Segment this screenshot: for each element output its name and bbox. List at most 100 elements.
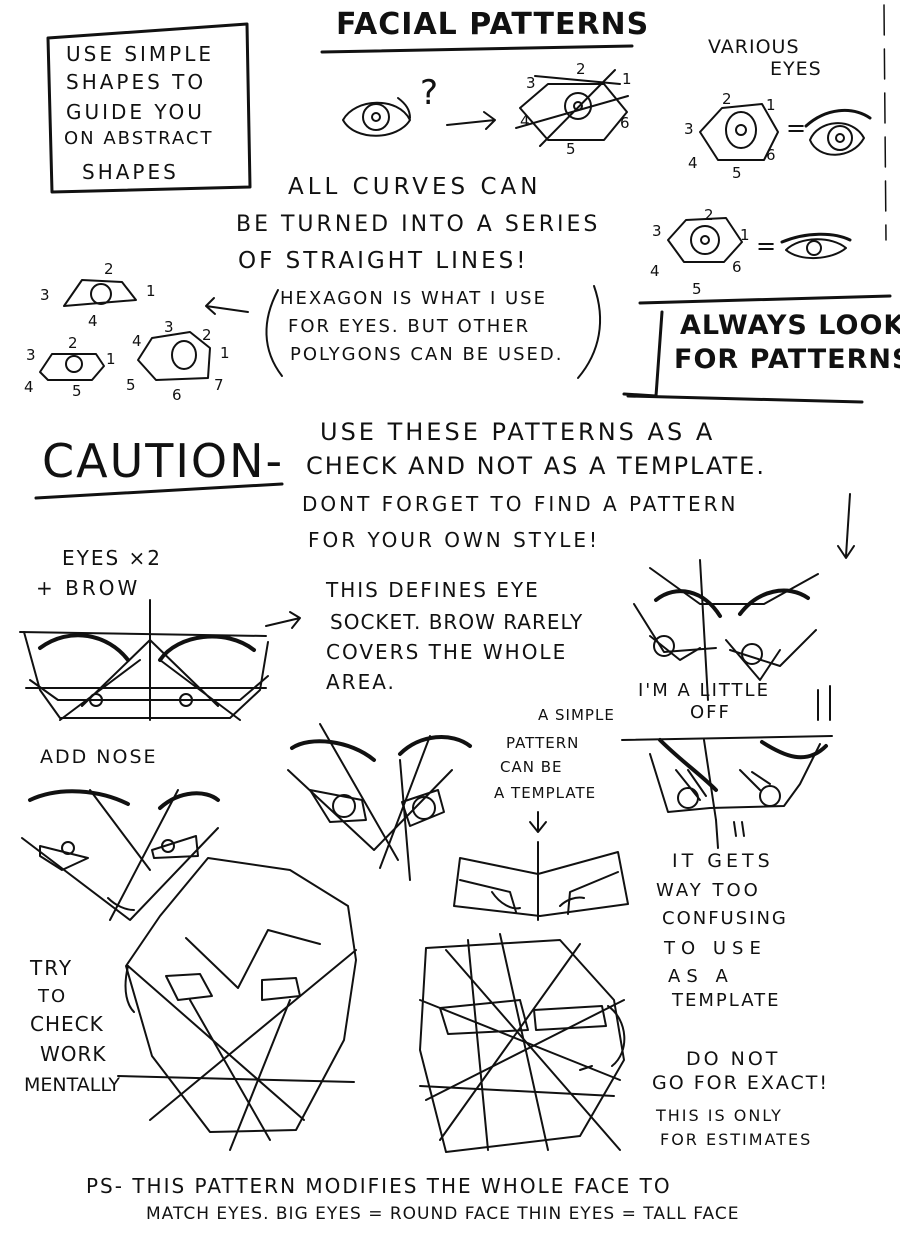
little-off-line-1: I'M A LITTLE — [638, 680, 770, 701]
vertex-number: 4 — [88, 312, 98, 330]
try-line-2: TO — [38, 986, 68, 1007]
arrow-to-hexagon — [446, 111, 496, 130]
arrows-off — [817, 685, 831, 721]
vertex-number: 2 — [576, 60, 586, 78]
caution-line-3: DONT FORGET TO FIND A PATTERN — [302, 492, 739, 516]
simple-pattern-line-3: CAN BE — [500, 758, 563, 776]
paren-left — [265, 289, 283, 377]
vertex-number: 5 — [566, 140, 576, 158]
vertex-number: 1 — [220, 344, 230, 362]
vertex-number: 1 — [766, 96, 776, 114]
vertex-number: 3 — [684, 120, 694, 138]
simple-pattern-line-2: PATTERN — [506, 734, 580, 752]
try-line-4: WORK — [40, 1042, 107, 1066]
vertex-number: 4 — [132, 332, 142, 350]
vertex-number: 2 — [68, 334, 78, 352]
tip-box-frame — [46, 22, 252, 194]
various-eye-drawn — [804, 108, 872, 156]
confusing-line-2: WAY TOO — [656, 880, 761, 901]
page-title: FACIAL PATTERNS — [336, 7, 650, 42]
vertex-number: 1 — [622, 70, 632, 88]
vertex-number: 5 — [692, 280, 702, 298]
exact-note-line-2: GO FOR EXACT! — [652, 1072, 830, 1094]
caution-underline — [34, 482, 284, 500]
tip-line-4: ON ABSTRACT — [64, 128, 214, 149]
always-look-frame — [622, 294, 892, 404]
confusing-line-5: AS A — [668, 966, 734, 987]
vertex-number: 6 — [172, 386, 182, 404]
vertex-number: 3 — [652, 222, 662, 240]
vertex-number: 6 — [732, 258, 742, 276]
socket-note-line-4: AREA. — [326, 670, 396, 694]
tip-line-3: GUIDE YOU — [66, 100, 205, 124]
left-eye-shape-c — [137, 331, 211, 381]
left-eye-shape-a — [63, 279, 137, 307]
eye-sketch-hexagon — [515, 69, 629, 147]
vertex-number: 5 — [72, 382, 82, 400]
caution-line-2: CHECK AND NOT AS A TEMPLATE. — [306, 452, 766, 480]
vertex-number: 6 — [620, 114, 630, 132]
vertex-number: 3 — [164, 318, 174, 336]
arrow-socket — [265, 611, 301, 629]
eyes-brow-line-2: + BROW — [36, 576, 141, 600]
ps-note-line-1: PS- THIS PATTERN MODIFIES THE WHOLE FACE… — [86, 1174, 672, 1198]
vertex-number: 4 — [24, 378, 34, 396]
tip-line-2: SHAPES TO — [66, 70, 207, 94]
vertex-number: 3 — [40, 286, 50, 304]
left-eye-shape-b — [39, 353, 105, 381]
vertex-number: 5 — [126, 376, 136, 394]
add-nose-diagram — [21, 789, 220, 921]
various-eye-hexagon — [699, 103, 779, 161]
eyes-brow-diagram — [19, 599, 269, 721]
curves-note-line-1: ALL CURVES CAN — [288, 174, 542, 200]
try-line-5: MENTALLY — [24, 1074, 120, 1096]
eye-sketch-curved — [342, 97, 411, 137]
caution-line-1: USE THESE PATTERNS AS A — [320, 418, 716, 446]
curves-note-line-2: BE TURNED INTO A SERIES — [236, 212, 601, 237]
title-underline — [320, 44, 634, 54]
eyes-brow-line-1: EYES ×2 — [62, 546, 163, 570]
margin-line — [883, 4, 887, 241]
ps-note-line-2: MATCH EYES. BIG EYES = ROUND FACE THIN E… — [146, 1204, 740, 1224]
simple-pattern-line-1: A SIMPLE — [538, 706, 615, 724]
vertex-number: 1 — [740, 226, 750, 244]
arrow-down — [837, 493, 855, 559]
estimates-note-line-2: FOR ESTIMATES — [660, 1130, 813, 1149]
socket-note-line-2: SOCKET. BROW RARELY — [330, 610, 584, 634]
arrow-left — [205, 297, 249, 315]
confusing-line-4: TO USE — [664, 938, 767, 959]
face-diagram-right — [419, 933, 626, 1153]
simple-pattern-line-4: A TEMPLATE — [494, 784, 597, 802]
paren-right — [577, 285, 602, 379]
caution-heading: CAUTION- — [42, 434, 285, 488]
confusing-line-3: CONFUSING — [662, 908, 788, 929]
face-diagram-left — [117, 857, 357, 1151]
hexagon-eye-2 — [667, 217, 743, 263]
vertex-number: 4 — [688, 154, 698, 172]
always-look-line-1: ALWAYS LOOK — [680, 310, 900, 341]
add-nose-label: ADD NOSE — [40, 746, 158, 768]
hexagon-note-line-1: HEXAGON IS WHAT I USE — [280, 288, 547, 309]
right-eye-diagram-top — [633, 559, 819, 701]
vertex-number: 4 — [650, 262, 660, 280]
caution-line-4: FOR YOUR OWN STYLE! — [308, 528, 601, 552]
vertex-number: 2 — [722, 90, 732, 108]
vertex-number: 3 — [26, 346, 36, 364]
arrows-confusing — [733, 821, 745, 837]
socket-note-line-1: THIS DEFINES EYE — [326, 578, 540, 602]
always-look-line-2: FOR PATTERNS — [674, 344, 900, 375]
estimates-note-line-1: THIS IS ONLY — [656, 1106, 783, 1125]
vertex-number: 7 — [214, 376, 224, 394]
curves-note-line-3: OF STRAIGHT LINES! — [238, 248, 529, 274]
vertex-number: 1 — [146, 282, 156, 300]
simple-pattern-template — [453, 811, 629, 921]
equals-sign-1: = — [786, 114, 810, 142]
confusing-line-6: TEMPLATE — [672, 990, 781, 1011]
vertex-number: 6 — [766, 146, 776, 164]
vertex-number: 2 — [202, 326, 212, 344]
vertex-number: 2 — [704, 206, 714, 224]
right-eye-diagram-bottom — [621, 735, 833, 849]
various-eyes-line-2: EYES — [770, 58, 822, 80]
